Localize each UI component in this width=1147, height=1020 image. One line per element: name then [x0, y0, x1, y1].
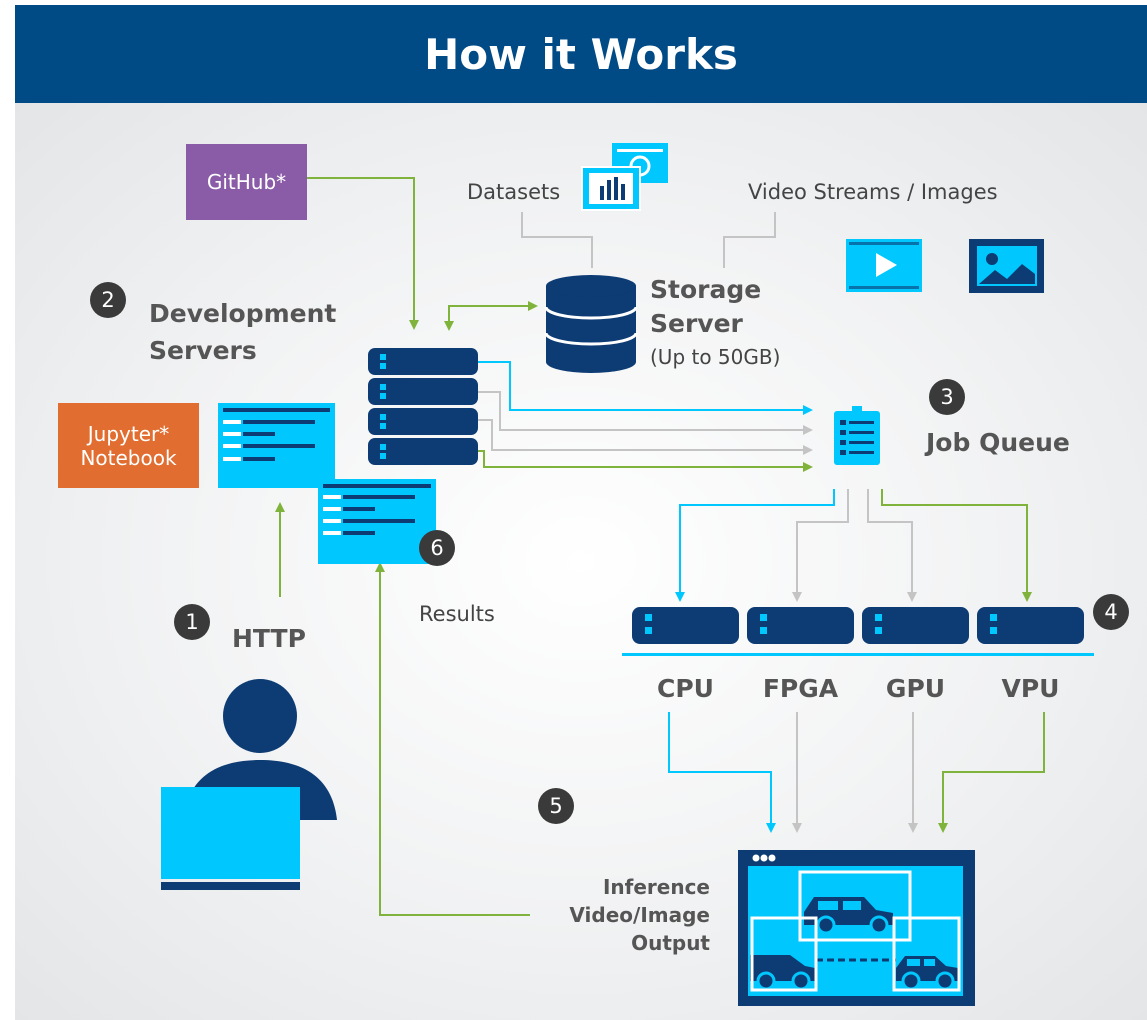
device-label-cpu: CPU — [657, 674, 714, 703]
step-badge-6: 6 — [419, 530, 455, 566]
output-to-results-arrow — [375, 562, 530, 916]
jupyter-label-line1: Jupyter* — [87, 421, 170, 446]
server-icon — [977, 607, 1084, 644]
step-badge-5: 5 — [538, 788, 574, 824]
device-label-gpu: GPU — [885, 674, 946, 703]
development-servers-label: Development Servers — [149, 295, 336, 369]
dev-to-queue-gray2 — [478, 419, 813, 455]
github-to-dev-arrow — [307, 177, 419, 330]
step-badge-4: 4 — [1093, 594, 1129, 630]
inference-screen-icon — [738, 850, 975, 1006]
dev-label-line1: Development — [149, 299, 337, 328]
storage-capacity-note: (Up to 50GB) — [650, 345, 781, 369]
cpu-to-output — [668, 712, 776, 833]
car-icon — [896, 956, 958, 991]
inference-label-line2: Video/Image — [569, 903, 710, 927]
job-queue-label: Job Queue — [926, 428, 1070, 457]
server-icon — [368, 348, 478, 375]
dataset-chart-icon — [581, 143, 668, 211]
storage-server-label: Storage Server — [650, 273, 761, 341]
notebook-screen-icon — [218, 403, 335, 488]
vpu-to-output — [938, 712, 1045, 833]
image-icon — [969, 239, 1044, 293]
dev-server-stack — [368, 348, 478, 465]
jupyter-notebook-box: Jupyter* Notebook — [58, 403, 199, 488]
database-icon — [544, 275, 638, 373]
server-icon — [632, 607, 739, 644]
inference-label-line3: Output — [631, 931, 710, 955]
dev-to-queue-gray1 — [478, 391, 813, 435]
job-queue-icon — [834, 406, 880, 465]
storage-label-line1: Storage — [650, 275, 762, 304]
device-servers — [622, 607, 1094, 656]
car-icon — [804, 897, 893, 935]
laptop-icon — [161, 787, 300, 890]
step-badge-2: 2 — [90, 282, 126, 318]
dev-storage-arrow — [444, 301, 538, 331]
video-streams-label: Video Streams / Images — [748, 180, 998, 204]
github-box: GitHub* — [186, 144, 307, 220]
step-badge-1: 1 — [174, 604, 210, 640]
queue-to-gpu — [867, 489, 917, 602]
http-label: HTTP — [232, 624, 306, 653]
results-label: Results — [419, 602, 495, 626]
queue-to-cpu — [675, 489, 835, 602]
queue-to-fpga — [792, 489, 849, 602]
device-label-fpga: FPGA — [762, 674, 839, 703]
server-icon — [368, 378, 478, 405]
step-badge-3: 3 — [929, 379, 965, 415]
dev-to-queue-cyan — [478, 361, 813, 415]
datasets-connector — [521, 212, 593, 268]
queue-to-vpu — [881, 489, 1032, 602]
dev-label-line2: Servers — [149, 336, 257, 365]
video-icon — [846, 239, 922, 292]
datasets-label: Datasets — [467, 180, 561, 204]
results-screen-icon — [318, 479, 436, 564]
inference-label-line1: Inference — [602, 875, 710, 899]
server-icon — [862, 607, 969, 644]
page-title: How it Works — [15, 5, 1147, 103]
server-icon — [368, 438, 478, 465]
dev-to-queue-green — [478, 450, 813, 472]
video-connector — [723, 212, 776, 268]
server-icon — [368, 408, 478, 435]
storage-label-line2: Server — [650, 309, 743, 338]
inference-output-label: Inference Video/Image Output — [520, 873, 710, 957]
device-label-vpu: VPU — [1001, 674, 1060, 703]
car-icon — [750, 955, 815, 991]
server-icon — [747, 607, 854, 644]
jupyter-label-line2: Notebook — [80, 445, 177, 470]
